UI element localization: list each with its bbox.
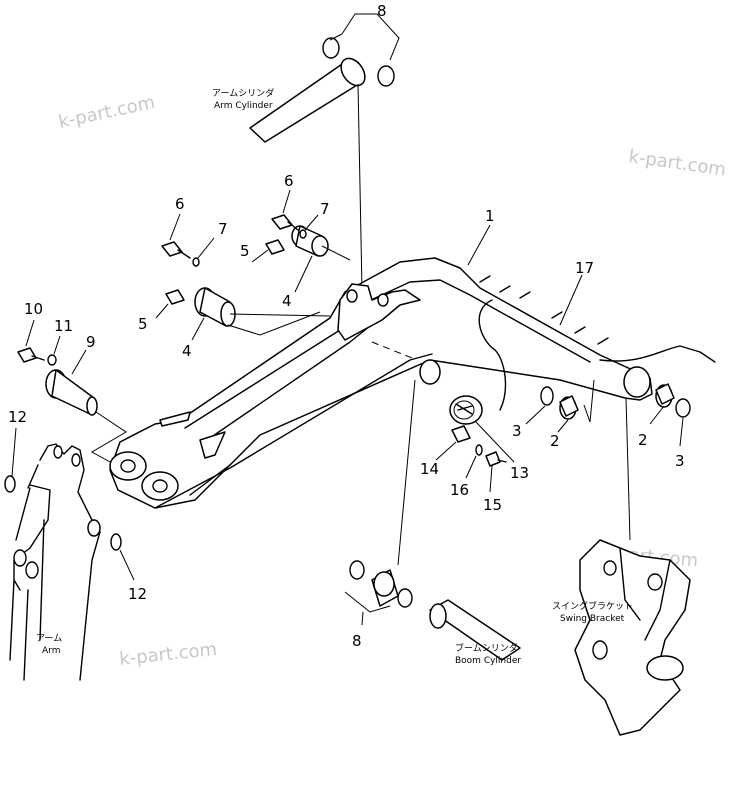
callout-4-right: 4 — [282, 292, 292, 310]
callout-12-right: 12 — [128, 585, 147, 603]
watermark-top-right: k-part.com — [627, 146, 727, 180]
callout-16: 16 — [450, 481, 469, 499]
callout-3-right: 3 — [675, 452, 685, 470]
callout-6-right: 6 — [284, 172, 294, 190]
boom — [109, 257, 716, 509]
callout-11: 11 — [54, 317, 73, 335]
boom-cylinder-label-en: Boom Cylinder — [455, 656, 521, 666]
pin-4-left — [194, 287, 236, 327]
callout-15: 15 — [483, 496, 502, 514]
arm-label-en: Arm — [42, 646, 60, 656]
callout-3-left: 3 — [512, 422, 522, 440]
callout-17: 17 — [575, 259, 594, 277]
bushing-2-left — [559, 395, 579, 420]
callout-5-left: 5 — [138, 315, 148, 333]
callout-1: 1 — [485, 207, 495, 225]
fitting-5-left — [165, 289, 185, 305]
boom-cylinder-spacer-right — [397, 588, 413, 608]
callout-10: 10 — [24, 300, 43, 318]
callout-12-left: 12 — [8, 408, 27, 426]
callout-7-right: 7 — [320, 200, 330, 218]
seal-3-right — [675, 398, 691, 418]
boom-cylinder-label-jp: ブームシリンダ — [455, 642, 518, 654]
swing-bracket — [574, 539, 691, 736]
shim-12-right — [110, 533, 122, 551]
watermark-top-left: k-part.com — [57, 92, 157, 133]
bolt-6-left — [161, 241, 191, 259]
arm-label-jp: アーム — [36, 633, 62, 644]
callout-6-left: 6 — [175, 195, 185, 213]
callout-2-left: 2 — [550, 432, 560, 450]
bolt-10 — [17, 347, 45, 363]
washer-7-left — [192, 257, 200, 267]
callout-8-bottom: 8 — [352, 632, 362, 650]
washer-11 — [47, 354, 57, 366]
pin-9 — [45, 369, 98, 416]
callout-5-right: 5 — [240, 242, 250, 260]
shim-12-left — [4, 475, 16, 493]
watermark-bottom-left: k-part.com — [118, 639, 218, 670]
arm-cylinder-label-en: Arm Cylinder — [214, 101, 273, 111]
callout-8-top: 8 — [377, 2, 387, 20]
washer-7-right — [299, 229, 307, 239]
bolt-15 — [485, 451, 507, 467]
callout-7-left: 7 — [218, 220, 228, 238]
swing-bracket-label-en: Swing Bracket — [560, 614, 625, 624]
arm-cylinder-spacer-left — [322, 37, 340, 59]
seal-3-left — [540, 386, 554, 406]
arm-cylinder — [249, 13, 400, 143]
arm — [9, 443, 101, 681]
callout-13: 13 — [510, 464, 529, 482]
callout-14: 14 — [420, 460, 439, 478]
callout-2-right: 2 — [638, 431, 648, 449]
washer-16 — [475, 444, 483, 456]
arm-cylinder-label-jp: アームシリンダ — [212, 87, 274, 99]
callout-4-left: 4 — [182, 342, 192, 360]
swing-bracket-label-jp: スイングブラケット — [552, 600, 633, 612]
work-light-13 — [449, 395, 483, 425]
bushing-2-right — [655, 383, 675, 408]
fitting-5-right — [265, 239, 285, 255]
boom-cylinder — [344, 560, 521, 661]
bolt-6-right — [271, 214, 299, 231]
boom-cylinder-spacer-left — [349, 560, 365, 580]
arm-cylinder-spacer-right — [377, 65, 395, 87]
callout-9: 9 — [86, 333, 96, 351]
pin-4-right — [291, 225, 329, 257]
bracket-14 — [451, 425, 471, 443]
